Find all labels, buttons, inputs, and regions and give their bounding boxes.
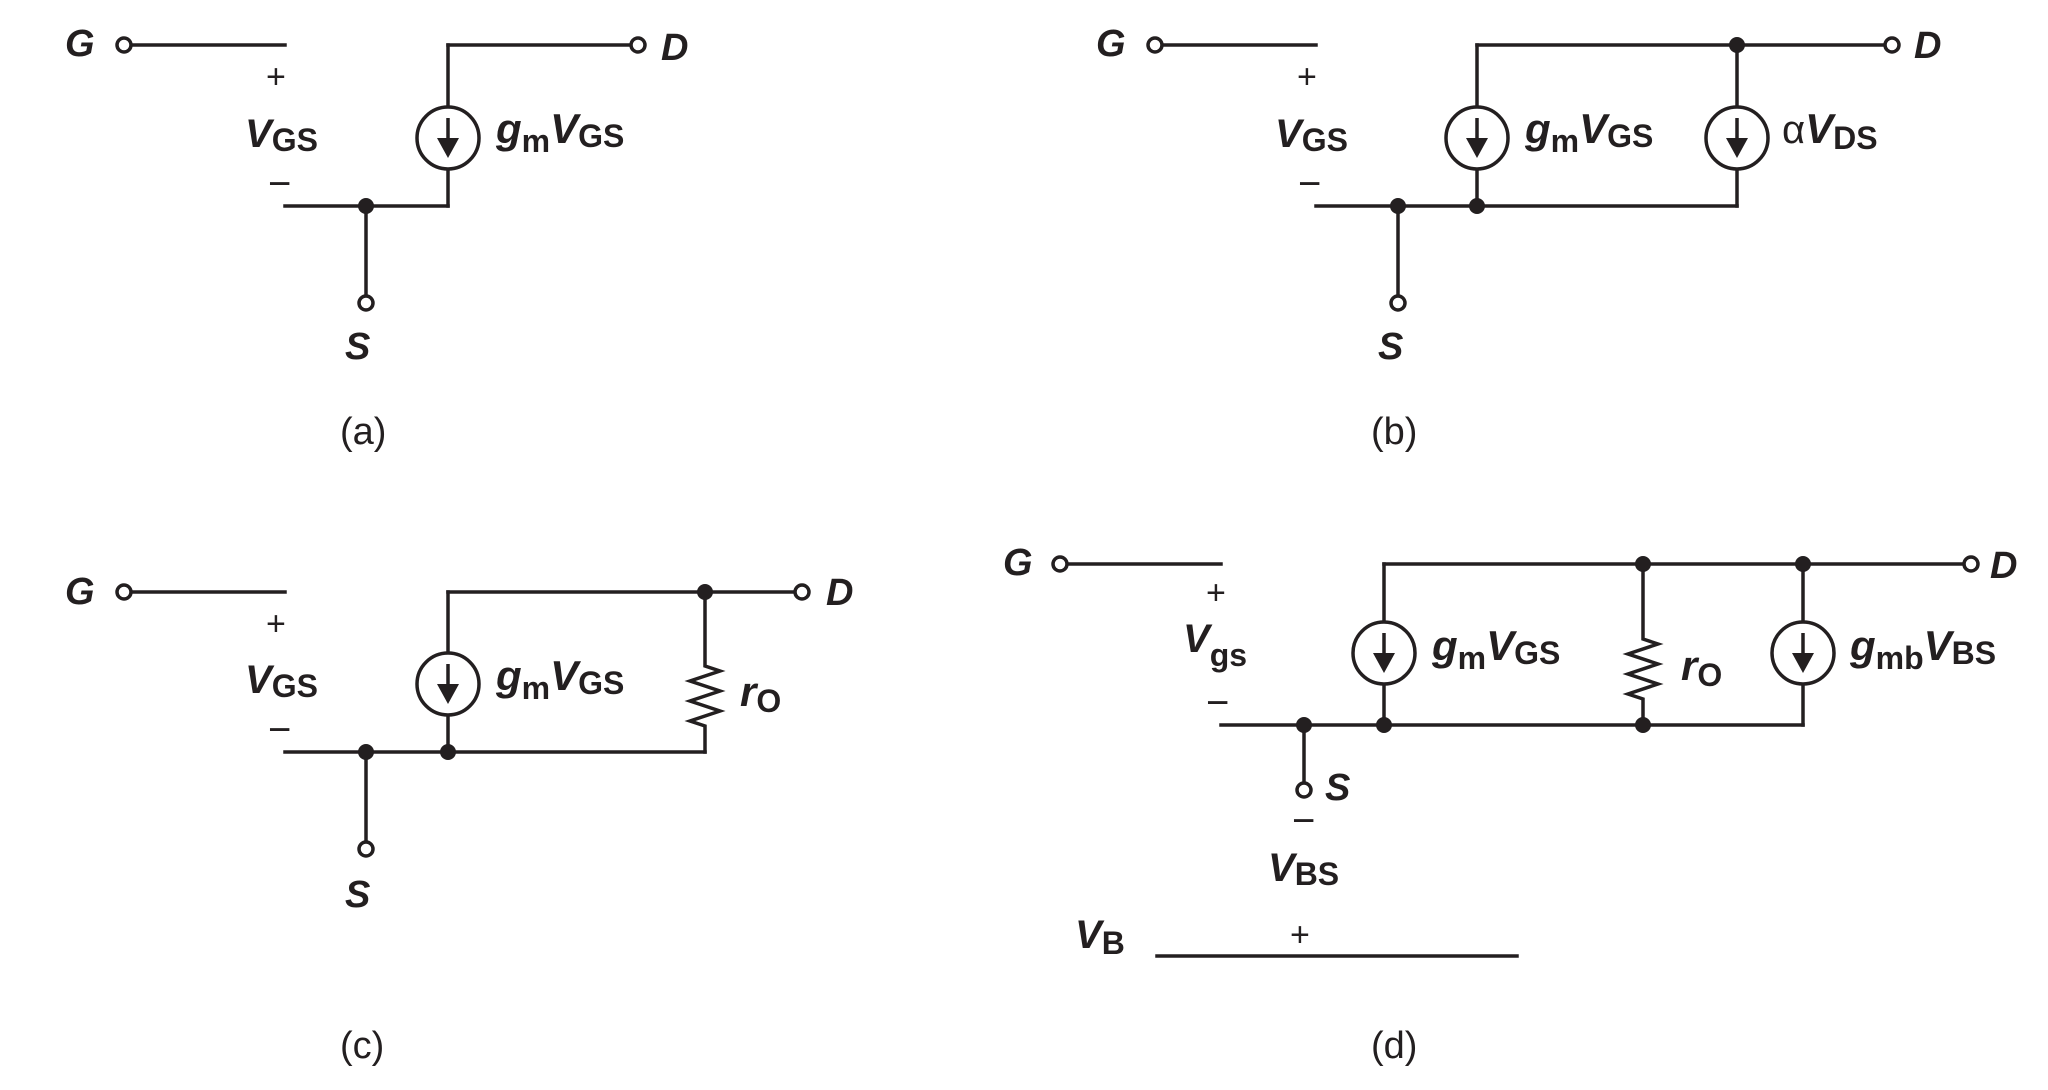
source-terminal	[1295, 781, 1313, 799]
vb-label: VB	[1075, 913, 1125, 961]
panel-c: G D S + − VGS gmVGS rO (c)	[65, 571, 853, 1067]
vbs-minus-sign: −	[1292, 799, 1315, 843]
vgs-label: VGS	[1275, 112, 1348, 158]
plus-sign: +	[266, 58, 286, 96]
caption-d: (d)	[1371, 1025, 1417, 1067]
drain-label: D	[1990, 545, 2017, 587]
minus-sign: −	[268, 162, 291, 206]
drain-label: D	[826, 572, 853, 614]
alpha-vds-label: αVDS	[1782, 105, 1878, 156]
drain-terminal	[1962, 555, 1980, 573]
vbs-plus-sign: +	[1290, 916, 1310, 954]
junction-dot	[697, 584, 713, 600]
gm-vgs-label: gmVGS	[1524, 105, 1653, 159]
source-label: S	[345, 874, 370, 916]
caption-b: (b)	[1371, 411, 1417, 453]
plus-sign: +	[266, 605, 286, 643]
panel-a: G D S + − VGS gmVGS (a)	[65, 23, 688, 453]
gate-terminal	[1146, 36, 1164, 54]
ro-label: rO	[1681, 642, 1722, 693]
source-terminal	[357, 294, 375, 312]
vgs-label: VGS	[245, 658, 318, 704]
source-label: S	[1378, 326, 1403, 368]
minus-sign: −	[268, 708, 291, 752]
gm-vgs-label: gmVGS	[495, 105, 624, 159]
gate-terminal	[115, 583, 133, 601]
panel-b: G D S + − VGS gmVGS αVDS (b)	[1096, 23, 1941, 453]
gate-label: G	[65, 571, 95, 613]
gm-vgs-label: gmVGS	[1431, 622, 1560, 676]
current-source-gm	[415, 651, 481, 717]
junction-dot	[1729, 37, 1745, 53]
gmb-vbs-label: gmbVBS	[1849, 622, 1996, 676]
junction-dot	[1635, 717, 1651, 733]
current-source-gmb	[1770, 620, 1836, 686]
drain-terminal	[1883, 36, 1901, 54]
plus-sign: +	[1297, 58, 1317, 96]
gate-terminal	[115, 36, 133, 54]
current-source-gm	[1444, 105, 1510, 171]
caption-a: (a)	[340, 411, 386, 453]
current-source-gm	[1351, 620, 1417, 686]
junction-dot	[358, 744, 374, 760]
junction-dot	[1795, 556, 1811, 572]
drain-terminal	[629, 36, 647, 54]
current-source-gm	[415, 105, 481, 171]
current-source-alpha	[1704, 105, 1770, 171]
junction-dot	[358, 198, 374, 214]
drain-terminal	[793, 583, 811, 601]
plus-sign: +	[1206, 574, 1226, 612]
gate-label: G	[65, 23, 95, 65]
output-resistor	[684, 590, 726, 754]
caption-c: (c)	[340, 1025, 384, 1067]
gm-vgs-label: gmVGS	[495, 652, 624, 706]
drain-label: D	[1914, 25, 1941, 67]
junction-dot	[440, 744, 456, 760]
junction-dot	[1296, 717, 1312, 733]
gate-label: G	[1003, 542, 1033, 584]
source-terminal	[357, 840, 375, 858]
junction-dot	[1635, 556, 1651, 572]
ro-label: rO	[740, 668, 781, 719]
gate-terminal	[1051, 555, 1069, 573]
vbs-label: VBS	[1268, 846, 1339, 892]
source-label: S	[1325, 767, 1350, 809]
output-resistor	[1622, 562, 1664, 727]
vgs-label: VGS	[245, 112, 318, 158]
source-terminal	[1389, 294, 1407, 312]
minus-sign: −	[1298, 162, 1321, 206]
vgs-label: Vgs	[1183, 617, 1247, 673]
junction-dot	[1390, 198, 1406, 214]
minus-sign: −	[1206, 681, 1229, 725]
junction-dot	[1376, 717, 1392, 733]
junction-dot	[1469, 198, 1485, 214]
drain-label: D	[661, 27, 688, 69]
source-label: S	[345, 326, 370, 368]
gate-label: G	[1096, 23, 1126, 65]
panel-d: G D S + − Vgs gmVGS rO gmbVBS − VBS + VB…	[1003, 542, 2017, 1067]
